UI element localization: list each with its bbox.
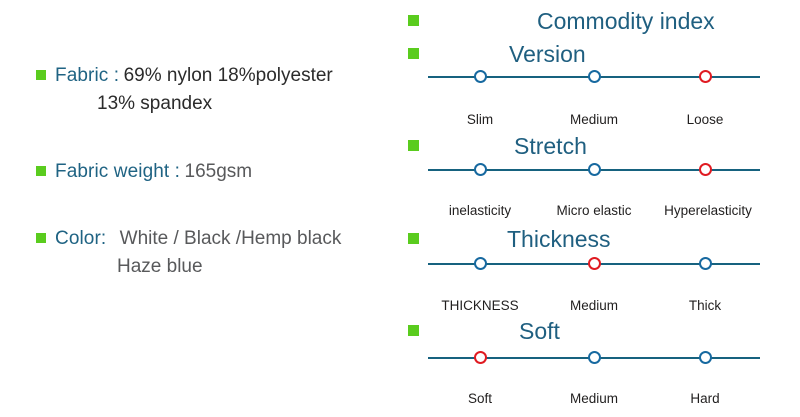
scale-track-stretch[interactable]	[428, 163, 760, 177]
scale-node-soft-1[interactable]	[587, 351, 601, 364]
section-header-soft: Soft	[408, 318, 560, 344]
scale-label-stretch-2: Hyperelasticity	[664, 203, 752, 218]
scale-node-thickness-1[interactable]	[587, 257, 601, 270]
green-square-bullet-icon	[408, 233, 419, 244]
scale-track-thickness[interactable]	[428, 257, 760, 271]
spec-label-fabric-weight: Fabric weight :	[55, 161, 181, 182]
scale-node-thickness-2[interactable]	[698, 257, 712, 270]
scale-label-thickness-1: Medium	[569, 298, 619, 313]
spec-body: Fabric : 69% nylon 18%polyester 13% span…	[55, 62, 400, 118]
scale-labels-stretch: inelasticity Micro elastic Hyperelastici…	[428, 203, 760, 221]
scale-node-version-2[interactable]	[698, 70, 712, 83]
spec-label-color: Color:	[55, 228, 107, 249]
scale-node-soft-2[interactable]	[698, 351, 712, 364]
section-title-stretch: Stretch	[514, 133, 587, 159]
green-square-bullet-icon	[408, 15, 419, 26]
section-header-stretch: Stretch	[408, 133, 587, 159]
scale-node-stretch-0[interactable]	[473, 163, 487, 176]
spec-value-fabric-weight: 165gsm	[184, 161, 253, 182]
scale-labels-version: Slim Medium Loose	[428, 112, 760, 130]
scale-label-soft-1: Medium	[569, 391, 619, 406]
section-header-thickness: Thickness	[408, 226, 611, 252]
scale-label-version-0: Slim	[466, 112, 494, 127]
scale-label-soft-0: Soft	[467, 391, 493, 406]
fabric-specs-panel: Fabric : 69% nylon 18%polyester 13% span…	[36, 62, 400, 281]
scale-node-soft-0[interactable]	[473, 351, 487, 364]
spec-row-fabric: Fabric : 69% nylon 18%polyester 13% span…	[36, 62, 400, 118]
section-header-version: Version	[408, 41, 586, 67]
green-square-bullet-icon	[36, 70, 46, 80]
spec-row-color: Color: White / Black /Hemp black Haze bl…	[36, 225, 400, 281]
scale-node-stretch-2[interactable]	[698, 163, 712, 176]
spec-line-primary: Fabric weight : 165gsm	[55, 161, 253, 182]
scale-label-stretch-1: Micro elastic	[556, 203, 632, 218]
scale-label-soft-2: Hard	[690, 391, 720, 406]
commodity-index-header: Commodity index	[408, 8, 715, 34]
scale-node-version-0[interactable]	[473, 70, 487, 83]
green-square-bullet-icon	[408, 140, 419, 151]
spec-label-fabric: Fabric :	[55, 65, 120, 86]
green-square-bullet-icon	[408, 48, 419, 59]
spec-row-fabric-weight: Fabric weight : 165gsm	[36, 158, 252, 186]
spec-line-secondary: Haze blue	[55, 256, 203, 277]
spec-body: Color: White / Black /Hemp black Haze bl…	[55, 225, 400, 281]
scale-label-thickness-0: THICKNESS	[441, 298, 519, 313]
section-title-thickness: Thickness	[507, 226, 611, 252]
spec-line-primary: Fabric : 69% nylon 18%polyester	[55, 65, 333, 86]
spec-value-fabric-line2: 13% spandex	[97, 93, 213, 114]
scale-node-thickness-0[interactable]	[473, 257, 487, 270]
scale-node-stretch-1[interactable]	[587, 163, 601, 176]
scale-label-version-1: Medium	[569, 112, 619, 127]
scale-labels-thickness: THICKNESS Medium Thick	[428, 298, 760, 316]
green-square-bullet-icon	[36, 233, 46, 243]
scale-label-version-2: Loose	[686, 112, 724, 127]
spec-line-primary: Color: White / Black /Hemp black	[55, 228, 342, 249]
section-title-version: Version	[509, 41, 586, 67]
scale-labels-soft: Soft Medium Hard	[428, 391, 760, 409]
scale-node-version-1[interactable]	[587, 70, 601, 83]
green-square-bullet-icon	[36, 166, 46, 176]
green-square-bullet-icon	[408, 325, 419, 336]
scale-track-soft[interactable]	[428, 351, 760, 365]
spec-value-color-line2: Haze blue	[117, 256, 203, 277]
spec-value-color: White / Black /Hemp black	[119, 228, 342, 249]
commodity-index-title: Commodity index	[537, 8, 715, 34]
scale-track-version[interactable]	[428, 70, 760, 84]
spec-line-secondary: 13% spandex	[55, 93, 213, 114]
commodity-index-panel: Commodity index Version Slim Medium Loos…	[400, 0, 800, 417]
scale-label-stretch-0: inelasticity	[448, 203, 512, 218]
spec-value-fabric: 69% nylon 18%polyester	[123, 65, 333, 86]
section-title-soft: Soft	[519, 318, 560, 344]
scale-label-thickness-2: Thick	[688, 298, 722, 313]
spec-body: Fabric weight : 165gsm	[55, 158, 252, 186]
